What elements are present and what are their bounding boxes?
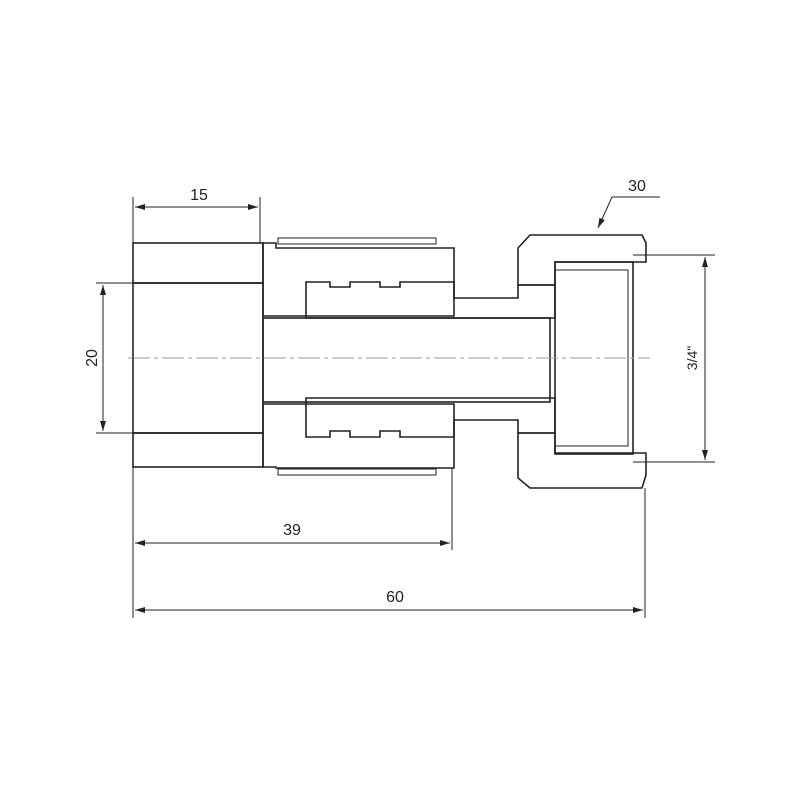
dim-label-60: 60 [386,589,404,606]
dimension-thread: 3/4" [684,257,708,460]
union-nut [517,234,647,489]
dimension-20: 20 [84,285,106,431]
dim-label-20: 20 [84,349,101,367]
dim-label-39: 39 [283,522,301,539]
dimension-30-leader: 30 [597,178,660,229]
dim-label-30: 30 [628,178,646,195]
sleeve [262,237,455,476]
bore [262,317,551,403]
dim-label-15: 15 [190,187,208,204]
dim-label-thread: 3/4" [684,346,700,370]
dimension-15: 15 [135,187,258,210]
fitting-body [305,281,556,438]
dimension-39: 39 [135,522,450,546]
extension-lines [96,197,715,618]
dimension-60: 60 [135,589,643,613]
